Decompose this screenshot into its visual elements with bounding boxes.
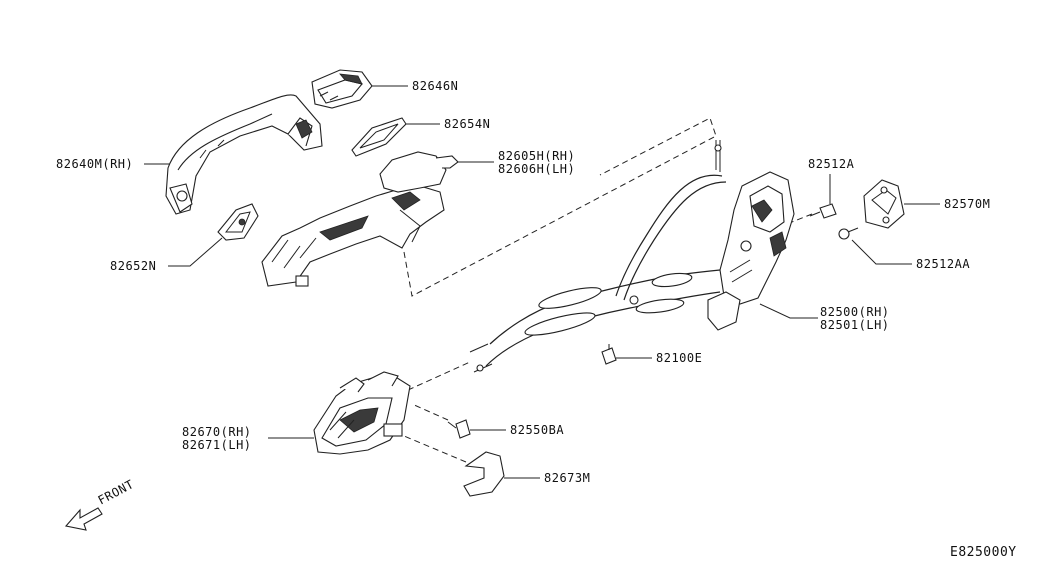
striker-82570m bbox=[863, 179, 905, 229]
dashed-guide-lower bbox=[407, 361, 471, 391]
label-82673m: 82673M bbox=[544, 471, 591, 485]
label-82671: 82671(LH) bbox=[182, 438, 252, 452]
label-82605h-82606h: 82605H(RH) 82606H(LH) bbox=[498, 150, 575, 176]
dashed-guide-82673m bbox=[403, 435, 467, 463]
label-82512aa: 82512AA bbox=[916, 257, 971, 271]
bolt-82512aa bbox=[838, 227, 859, 240]
screw-82550ba bbox=[447, 419, 471, 439]
label-82640m: 82640M(RH) bbox=[56, 157, 134, 171]
handle-bracket-82605h bbox=[261, 151, 459, 287]
dashed-guide-upper bbox=[403, 117, 717, 297]
label-82500: 82500(RH) bbox=[820, 305, 890, 319]
label-82605h: 82605H(RH) bbox=[498, 149, 576, 163]
label-82501: 82501(LH) bbox=[820, 318, 890, 332]
diagram-code: E825000Y bbox=[950, 545, 1017, 560]
label-82654n: 82654N bbox=[444, 117, 491, 131]
label-82512a: 82512A bbox=[808, 157, 855, 171]
label-82652n: 82652N bbox=[110, 259, 157, 273]
clip-82100e bbox=[601, 344, 617, 365]
leader-82512aa bbox=[851, 239, 912, 265]
label-82500-82501: 82500(RH) 82501(LH) bbox=[820, 306, 890, 332]
leader-82500 bbox=[759, 303, 818, 319]
label-82550ba: 82550BA bbox=[510, 423, 565, 437]
label-82100e: 82100E bbox=[656, 351, 703, 365]
label-82646n: 82646N bbox=[412, 79, 459, 93]
outside-handle-82640m bbox=[165, 94, 323, 215]
front-arrow-icon bbox=[64, 507, 103, 531]
label-82570m: 82570M bbox=[944, 197, 991, 211]
cable-assembly bbox=[469, 140, 727, 373]
label-82606h: 82606H(LH) bbox=[498, 162, 576, 176]
dashed-guide-82512a bbox=[791, 213, 813, 223]
label-82670-82671: 82670(RH) 82671(LH) bbox=[182, 426, 252, 452]
escutcheon-82652n bbox=[217, 203, 259, 241]
dashed-guide-82550ba bbox=[411, 403, 449, 421]
screw-82512a bbox=[809, 203, 837, 219]
handle-cap-82646n bbox=[311, 69, 373, 109]
gasket-82654n bbox=[351, 117, 407, 157]
door-lock-actuator-82500 bbox=[707, 171, 795, 331]
leader-82652n bbox=[168, 237, 223, 267]
label-82670: 82670(RH) bbox=[182, 425, 252, 439]
inside-handle-82670 bbox=[313, 371, 411, 455]
cover-82673m bbox=[463, 451, 505, 497]
